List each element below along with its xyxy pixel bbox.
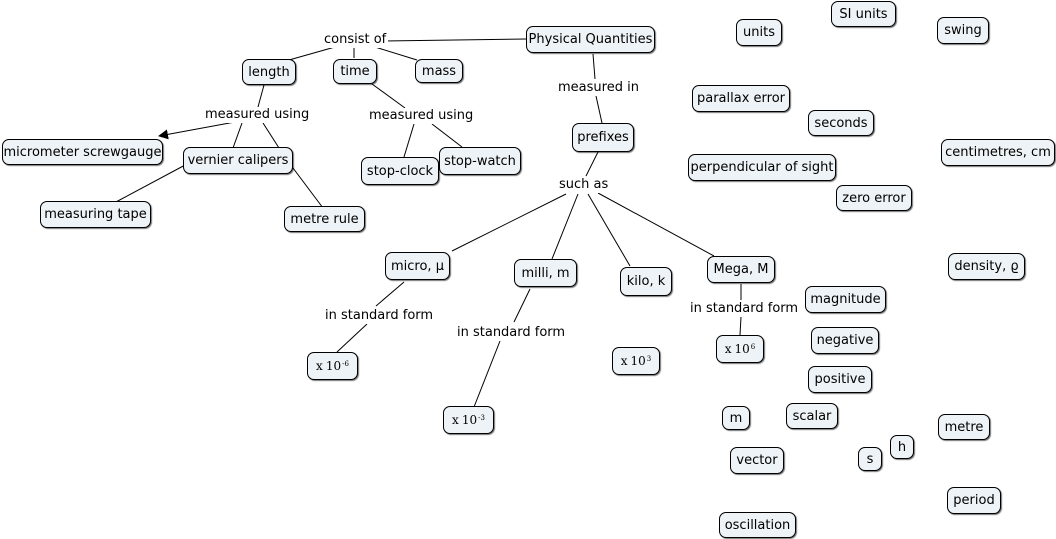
- node-metre[interactable]: metre: [938, 414, 990, 440]
- link-measured-vernier2: [262, 122, 280, 149]
- node-positive[interactable]: positive: [808, 366, 872, 393]
- label-such-as: such as: [557, 177, 611, 193]
- link-vernier-tape: [113, 163, 188, 204]
- std-x: x: [452, 413, 459, 427]
- node-stop-clock[interactable]: stop-clock: [361, 157, 439, 185]
- node-measuring-tape[interactable]: measuring tape: [40, 201, 151, 228]
- node-physical-quantities[interactable]: Physical Quantities: [526, 26, 655, 53]
- std-exponent: -3: [478, 414, 485, 422]
- link-measured-in-prefixes: [595, 95, 603, 124]
- std-x: x: [316, 359, 323, 373]
- link-std-mega-val: [739, 316, 742, 336]
- node-s[interactable]: s: [858, 447, 882, 471]
- node-vernier-calipers[interactable]: vernier calipers: [183, 147, 293, 174]
- node-period[interactable]: period: [947, 487, 1001, 514]
- node-vector[interactable]: vector: [730, 447, 784, 474]
- std-exponent: 6: [750, 343, 756, 351]
- label-in-standard-form-milli: in standard form: [455, 325, 568, 341]
- node-zero-error[interactable]: zero error: [836, 185, 912, 211]
- link-consist-length: [288, 46, 336, 61]
- node-stop-watch[interactable]: stop-watch: [439, 147, 521, 175]
- link-suchas-milli: [551, 193, 579, 260]
- std-x: x: [724, 342, 732, 356]
- std-x: x: [620, 354, 628, 368]
- std-base: 10: [325, 359, 342, 373]
- std-base: 10: [630, 354, 646, 368]
- node-metre-rule[interactable]: metre rule: [284, 206, 365, 232]
- label-measured-in: measured in: [556, 80, 641, 96]
- node-scalar[interactable]: scalar: [786, 403, 838, 429]
- link-measured-stopwatch: [431, 123, 463, 148]
- node-centimetres[interactable]: centimetres, cm: [941, 139, 1055, 166]
- node-density[interactable]: density, ϱ: [948, 253, 1025, 280]
- link-micro-std: [375, 281, 405, 307]
- link-time-measured: [371, 83, 406, 109]
- node-mega[interactable]: Mega, M: [707, 256, 775, 283]
- node-kilo[interactable]: kilo, k: [620, 267, 672, 296]
- link-suchas-kilo: [587, 193, 631, 267]
- link-std-micro-val: [336, 323, 368, 353]
- label-measured-using-time: measured using: [367, 108, 476, 124]
- std-base: 10: [734, 342, 750, 356]
- node-milli[interactable]: milli, m: [514, 259, 577, 287]
- node-prefixes[interactable]: prefixes: [572, 123, 634, 152]
- label-in-standard-form-mega: in standard form: [688, 301, 801, 317]
- link-measured-micrometer: [158, 121, 236, 140]
- node-oscillation[interactable]: oscillation: [719, 512, 796, 538]
- link-pq-measured-in: [592, 53, 596, 80]
- node-negative[interactable]: negative: [811, 327, 879, 354]
- node-units[interactable]: units: [736, 19, 782, 46]
- node-swing[interactable]: swing: [937, 17, 989, 44]
- node-micrometer-screwgauge[interactable]: micrometer screwgauge: [2, 139, 163, 165]
- link-consist-mass: [374, 46, 418, 61]
- link-std-milli-val: [473, 340, 501, 408]
- link-length-measured: [257, 84, 265, 108]
- node-m[interactable]: m: [722, 406, 750, 430]
- link-suchas-mega: [597, 192, 715, 257]
- std-exponent: -6: [342, 360, 349, 368]
- node-length[interactable]: length: [242, 59, 296, 85]
- link-measured-vernier: [232, 122, 243, 149]
- std-base: 10: [461, 413, 478, 427]
- label-consist-of: consist of: [322, 32, 389, 48]
- node-si-units[interactable]: SI units: [831, 1, 896, 27]
- label-measured-using-length: measured using: [203, 107, 312, 123]
- node-magnitude[interactable]: magnitude: [805, 286, 886, 313]
- node-micro[interactable]: micro, µ: [385, 252, 450, 280]
- node-h[interactable]: h: [890, 435, 914, 459]
- node-parallax-error[interactable]: parallax error: [692, 85, 790, 112]
- label-in-standard-form-micro: in standard form: [323, 308, 436, 324]
- node-seconds[interactable]: seconds: [808, 110, 874, 136]
- link-suchas-micro: [451, 193, 567, 252]
- link-vernier-metre-rule: [289, 163, 324, 209]
- node-time[interactable]: time: [333, 59, 377, 84]
- link-pq-consist: [383, 38, 527, 42]
- std-exponent: 3: [646, 355, 652, 363]
- link-milli-std: [513, 288, 531, 323]
- link-prefixes-suchas: [585, 151, 599, 177]
- node-perpendicular-of-sight[interactable]: perpendicular of sight: [688, 154, 836, 181]
- link-measured-stopclock: [403, 123, 415, 158]
- node-mass[interactable]: mass: [415, 59, 463, 83]
